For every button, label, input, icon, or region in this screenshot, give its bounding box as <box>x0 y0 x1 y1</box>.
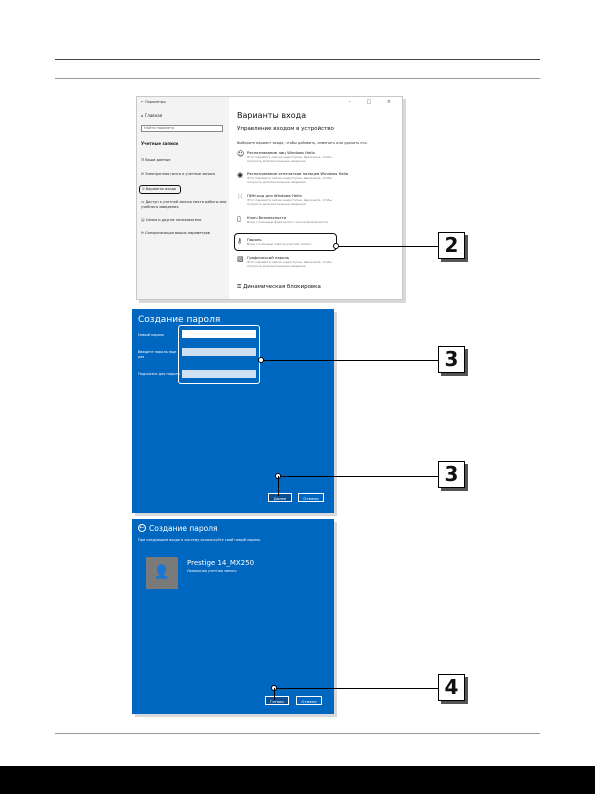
password-fields-highlight <box>178 325 260 384</box>
usb-key-icon: ▯ <box>237 215 241 223</box>
settings-window-screenshot: ← Параметры – □ × ⌂ Главная Найти параме… <box>136 96 403 300</box>
sync-icon: ⟳ <box>141 231 144 235</box>
header-rule-secondary <box>55 78 540 79</box>
cancel-button[interactable]: Отмена <box>296 696 322 705</box>
person-card-icon: ☷ <box>141 158 145 162</box>
footer-bar <box>0 766 595 794</box>
user-avatar-icon: 👤 <box>146 557 178 589</box>
sidebar-section-title: Учетные записи <box>141 141 179 146</box>
dialog-title: Создание пароля <box>138 315 221 325</box>
sidebar-item-sync[interactable]: ⟳ Синхронизация ваших параметров <box>141 231 210 235</box>
back-arrow-icon[interactable]: ← <box>138 524 146 532</box>
page-subtitle: Управление входом в устройство <box>237 126 334 132</box>
callout-line-3b <box>281 476 439 478</box>
intro-text: Выберите вариант входа, чтобы добавить, … <box>237 141 368 145</box>
new-password-field[interactable] <box>182 330 256 338</box>
keypad-icon: ⁙ <box>237 193 243 201</box>
sidebar-item-work-access[interactable]: ▭ Доступ к учетной записи места работы и… <box>141 200 227 209</box>
callout-line-2 <box>339 246 439 248</box>
password-hint-field[interactable] <box>182 370 256 378</box>
callout-line-3a <box>264 360 439 362</box>
key-icon: ⚿ <box>142 187 145 191</box>
people-icon: ☺ <box>141 218 145 222</box>
dynamic-lock-heading: ⚿ Динамическая блокировка <box>237 284 321 290</box>
step-badge-3b: 3 <box>438 461 465 488</box>
window-title: ← Параметры <box>141 100 167 104</box>
page-title: Варианты входа <box>237 111 307 120</box>
dialog-subtitle: При следующем входе в систему используйт… <box>138 538 262 542</box>
new-password-label: Новый пароль <box>138 333 165 337</box>
picture-icon: ▨ <box>237 255 244 263</box>
callout-stem-3b <box>278 476 280 496</box>
key-icon: ⚷ <box>237 237 243 245</box>
create-password-screenshot: Создание пароля Новый пароль Введите пар… <box>132 309 334 513</box>
sidebar-item-your-info[interactable]: ☷ Ваши данные <box>141 158 171 162</box>
home-icon: ⌂ <box>141 113 144 118</box>
header-rule <box>55 59 540 60</box>
window-controls[interactable]: – □ × <box>348 99 398 105</box>
confirm-password-label: Введите пароль еще раз <box>138 350 177 359</box>
callout-line-4 <box>277 688 439 690</box>
sidebar-item-email[interactable]: ✉ Электронная почта и учетные записи <box>141 172 215 176</box>
finish-button[interactable]: Готово <box>265 696 289 705</box>
password-hint-label: Подсказка для пароля <box>138 372 180 376</box>
sidebar-home[interactable]: ⌂ Главная <box>141 113 163 118</box>
finish-password-screenshot: ← Создание пароля При следующем входе в … <box>132 519 334 714</box>
callout-dot-2 <box>333 243 339 249</box>
step-badge-2: 2 <box>438 232 465 259</box>
briefcase-icon: ▭ <box>141 200 145 204</box>
fingerprint-icon: ◉ <box>237 171 244 179</box>
cancel-button[interactable]: Отмена <box>298 493 324 502</box>
key-icon: ⚿ <box>237 284 242 290</box>
sidebar-item-sign-in-options[interactable]: ⚿ Варианты входа <box>139 185 182 194</box>
option-password[interactable]: ⚷ Пароль Вход с помощью пароля учетной з… <box>234 233 337 251</box>
callout-dot-3a <box>258 357 264 363</box>
callout-stem-4 <box>274 688 276 700</box>
account-type: Локальная учетная запись <box>187 569 237 573</box>
step-badge-4: 4 <box>438 674 465 701</box>
smiley-icon: ☺ <box>237 150 245 158</box>
dialog-title: Создание пароля <box>149 524 218 533</box>
step-badge-3a: 3 <box>438 346 465 373</box>
user-name: Prestige 14_MX250 <box>187 559 255 567</box>
confirm-password-field[interactable] <box>182 348 256 356</box>
footer-rule <box>55 733 540 734</box>
settings-search-input[interactable]: Найти параметр <box>141 125 223 132</box>
mail-icon: ✉ <box>141 172 144 176</box>
sidebar-item-family[interactable]: ☺ Семья и другие пользователи <box>141 218 202 222</box>
next-button[interactable]: Далее <box>268 493 292 502</box>
